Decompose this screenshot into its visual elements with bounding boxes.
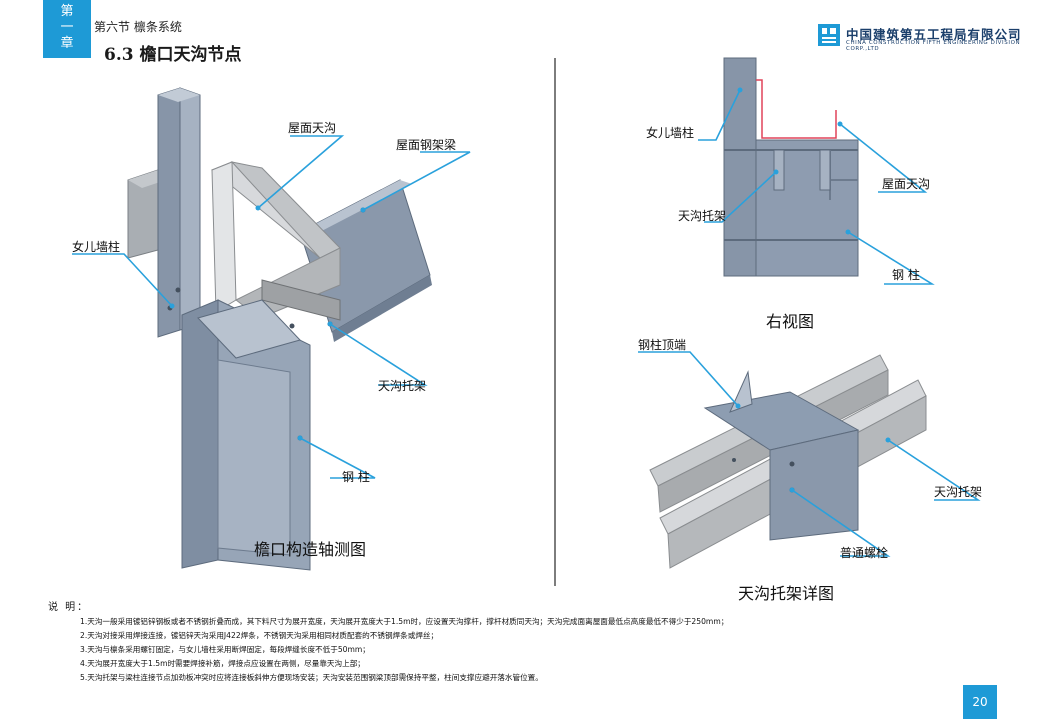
note-item: 3.天沟与檩条采用螺钉固定，与女儿墙柱采用断焊固定，每段焊缝长度不低于50mm； <box>80 645 370 654</box>
label-steel-column: 钢 柱 <box>342 470 370 484</box>
chapter-char: 章 <box>60 36 74 51</box>
note-item: 2.天沟对接采用焊接连接，镀铝锌天沟采用J422焊条，不锈钢天沟采用相同材质配套… <box>80 631 439 640</box>
label-ordinary-bolt: 普通螺栓 <box>840 546 889 560</box>
label-parapet-column-side: 女儿墙柱 <box>646 126 695 140</box>
company-logo-icon <box>818 24 840 46</box>
note-item: 5.天沟托架与梁柱连接节点加劲板冲突时应将连接板斜伸方便现场安装；天沟安装范围钢… <box>80 673 543 682</box>
label-roof-beam: 屋面钢架梁 <box>396 138 457 152</box>
label-roof-gutter-side: 屋面天沟 <box>882 177 931 191</box>
steel-column <box>181 299 219 569</box>
vertical-divider <box>554 58 556 586</box>
chapter-char: 一 <box>60 20 74 35</box>
parapet-column <box>157 87 181 338</box>
company-name-cn: 中国建筑第五工程局有限公司 <box>846 27 1022 42</box>
chapter-tab: 第 一 章 <box>43 0 91 58</box>
label-parapet-column: 女儿墙柱 <box>72 240 121 254</box>
page-number: 20 <box>963 685 997 719</box>
label-gutter-bracket-detail: 天沟托架 <box>934 485 983 499</box>
label-roof-gutter: 屋面天沟 <box>288 121 337 135</box>
gutter-outline <box>756 79 837 139</box>
label-steel-column-side: 钢 柱 <box>892 268 920 282</box>
label-column-top: 钢柱顶端 <box>638 338 687 352</box>
section-label: 第六节 檩条系统 <box>94 20 182 34</box>
company-name-en: CHINA CONSTRUCTION FIFTH ENGINEERING DIV… <box>846 40 1021 52</box>
page-title: 6.3 檐口天沟节点 <box>104 45 242 65</box>
caption-axonometric: 檐口构造轴测图 <box>254 540 367 559</box>
caption-bracket-detail: 天沟托架详图 <box>738 584 835 603</box>
label-gutter-bracket-side: 天沟托架 <box>678 209 727 223</box>
caption-right-view: 右视图 <box>766 312 815 331</box>
chapter-char: 第 <box>60 4 74 19</box>
note-item: 1.天沟一般采用镀铝锌钢板或者不锈钢折叠而成，其下料尺寸为展开宽度，天沟展开宽度… <box>80 617 729 626</box>
label-gutter-bracket: 天沟托架 <box>378 379 427 393</box>
notes-title: 说 明： <box>48 602 90 613</box>
note-item: 4.天沟展开宽度大于1.5m时需要焊接补筋，焊接点应设置在两侧，尽量靠天沟上部； <box>80 659 365 668</box>
